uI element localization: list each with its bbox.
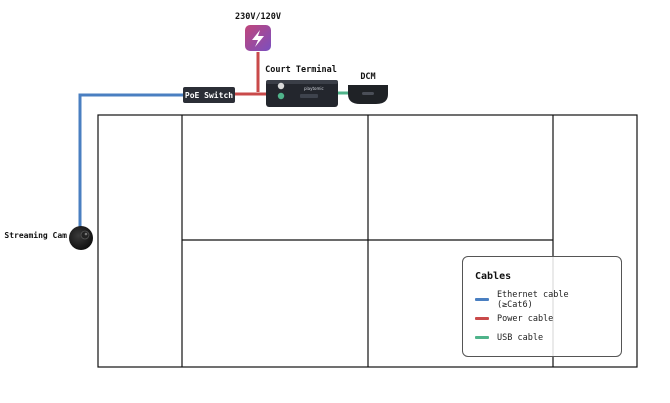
legend-item-ethernet: Ethernet cable (≥Cat6) (475, 289, 609, 310)
court-terminal: playtomic Court Terminal (265, 64, 338, 107)
legend-swatch-power (475, 317, 489, 320)
legend-label-usb: USB cable (497, 332, 544, 343)
streaming-cam-label: Streaming Cam (4, 230, 67, 240)
legend-title: Cables (475, 271, 512, 282)
power-source: 230V/120V (235, 12, 281, 51)
cables-legend: Cables Ethernet cable (≥Cat6) Power cabl… (462, 256, 622, 357)
legend-swatch-ethernet (475, 298, 489, 301)
court-terminal-label: Court Terminal (265, 64, 337, 75)
legend-item-usb: USB cable (475, 328, 609, 347)
dcm-label: DCM (360, 72, 375, 82)
terminal-brand: playtomic (304, 86, 324, 91)
legend-swatch-usb (475, 336, 489, 339)
legend-item-power: Power cable (475, 309, 609, 328)
legend-label-ethernet: Ethernet cable (≥Cat6) (496, 289, 569, 310)
dcm-device: DCM (348, 72, 388, 104)
legend-label-power: Power cable (497, 313, 554, 324)
terminal-status-icon (277, 92, 285, 100)
ethernet-cable (78, 93, 184, 228)
poe-switch-label: PoE Switch (185, 90, 233, 100)
streaming-cam: Streaming Cam (4, 226, 93, 250)
terminal-button-icon (277, 82, 285, 90)
dome-camera-icon (69, 226, 93, 250)
poe-switch: PoE Switch (183, 87, 235, 103)
power-source-label: 230V/120V (235, 12, 281, 22)
lightning-bolt-glyph (252, 30, 264, 47)
